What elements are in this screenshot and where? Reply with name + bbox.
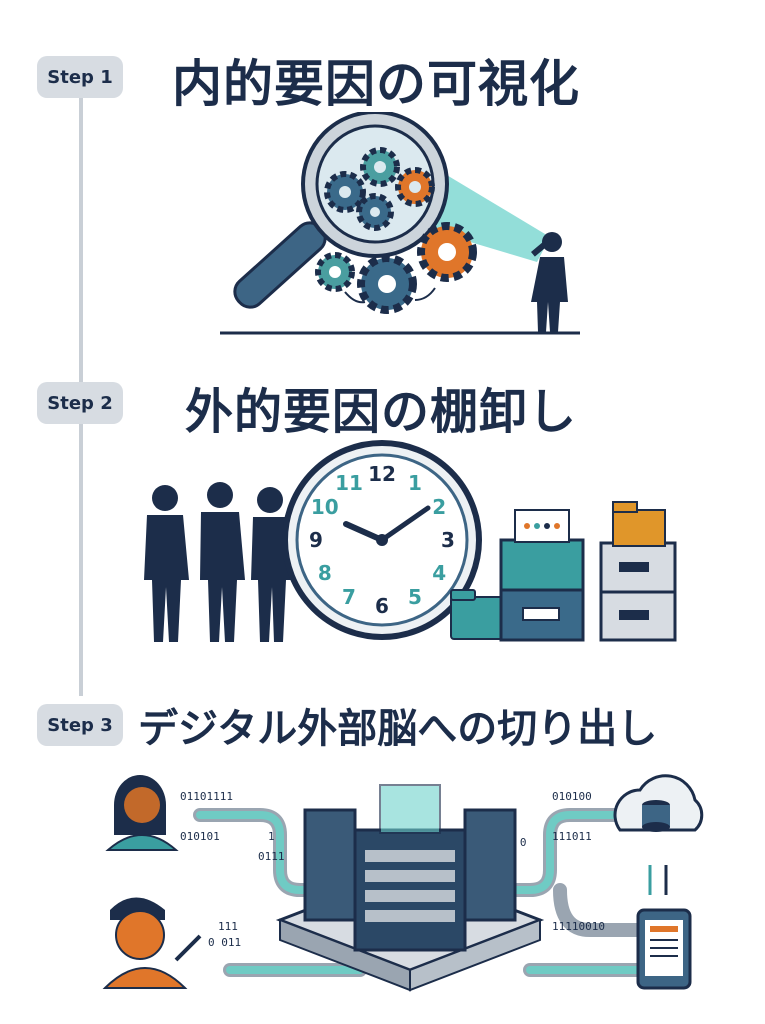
clock-number: 2 bbox=[432, 495, 446, 519]
step-2-title: 外的要因の棚卸し bbox=[185, 384, 578, 440]
man-avatar-icon bbox=[102, 897, 202, 989]
binary-label: 0 011 bbox=[208, 936, 241, 949]
clock-number: 8 bbox=[318, 561, 332, 585]
arrow-icon bbox=[648, 865, 668, 895]
clock-number: 1 bbox=[408, 471, 422, 495]
step-2-badge: Step 2 bbox=[37, 382, 123, 424]
step-3-title: デジタル外部脳への切り出し bbox=[138, 706, 658, 752]
pipe-icon bbox=[196, 811, 644, 974]
gear-icon bbox=[324, 147, 435, 231]
clock-number: 12 bbox=[368, 462, 396, 486]
clock-number: 9 bbox=[309, 528, 323, 552]
clock-number: 7 bbox=[342, 585, 356, 609]
woman-avatar-icon bbox=[105, 775, 179, 851]
archive-box-icon bbox=[499, 501, 677, 642]
binary-label: 010101 bbox=[180, 830, 220, 843]
clock-number: 6 bbox=[375, 594, 389, 618]
step-1-badge: Step 1 bbox=[37, 56, 123, 98]
gear-icon bbox=[315, 222, 477, 314]
server-rack-icon bbox=[275, 784, 545, 992]
binary-label: 111 bbox=[218, 920, 238, 933]
binary-label: 11110010 bbox=[552, 920, 605, 933]
binary-label: 1 bbox=[268, 830, 275, 843]
step-1-title: 内的要因の可視化 bbox=[172, 55, 580, 113]
folder-icon bbox=[450, 589, 504, 640]
tablet-icon bbox=[636, 908, 692, 990]
binary-label: 010100 bbox=[552, 790, 592, 803]
clock-number: 10 bbox=[311, 495, 339, 519]
clock-number: 11 bbox=[335, 471, 363, 495]
people-silhouette-icon bbox=[144, 482, 320, 642]
step-3-badge: Step 3 bbox=[37, 704, 123, 746]
step-3-illustration: 01101111 010101 0111 111 0 011 1 010100 … bbox=[102, 774, 704, 992]
clock-number: 3 bbox=[441, 528, 455, 552]
person-silhouette-icon bbox=[531, 232, 568, 332]
step-1-illustration bbox=[220, 112, 580, 335]
arrow-icon bbox=[344, 287, 436, 304]
binary-label: 111011 bbox=[552, 830, 592, 843]
binary-label: 0111 bbox=[258, 850, 285, 863]
clock-number: 4 bbox=[432, 561, 446, 585]
binary-label: 01101111 bbox=[180, 790, 233, 803]
clock-number: 5 bbox=[408, 585, 422, 609]
cloud-database-icon bbox=[613, 774, 704, 832]
